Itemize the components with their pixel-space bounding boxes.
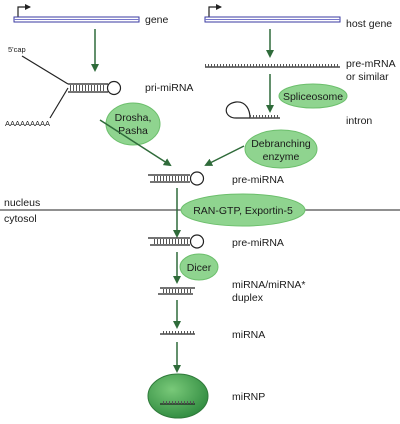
host-gene-locus: host gene	[204, 4, 392, 30]
gene-label: gene	[145, 14, 169, 26]
debranching-enzyme: Debranching enzyme	[244, 129, 318, 169]
gene-locus: gene	[13, 4, 169, 26]
drosha-pasha-enzyme: Drosha, Pasha	[105, 102, 161, 146]
mirna-duplex: miRNA/miRNA* duplex	[158, 279, 306, 304]
mature-mirna: miRNA	[160, 329, 265, 341]
host-gene-label: host gene	[346, 18, 392, 30]
debranching-label: Debranching	[251, 138, 311, 150]
ran-gtp-exportin5-enzyme: RAN-GTP, Exportin-5	[180, 193, 306, 227]
pre-mirna-cytosolic: pre-miRNA	[148, 234, 284, 249]
pre-mrna-structure: pre-mRNA or similar	[205, 58, 396, 83]
drosha-label: Drosha,	[115, 112, 152, 124]
dicer-enzyme: Dicer	[179, 253, 219, 281]
duplex-label-line2: duplex	[232, 292, 264, 304]
ran-exportin-label: RAN-GTP, Exportin-5	[193, 205, 293, 217]
intron-label: intron	[346, 115, 372, 127]
mirnp-complex: miRNP	[147, 373, 265, 419]
promoter-arrow-icon	[208, 4, 222, 18]
cytosol-label: cytosol	[4, 213, 37, 225]
poly-a-tail-label: AAAAAAAAA	[5, 119, 50, 128]
pre-mirna-nuclear: pre-miRNA	[148, 171, 284, 186]
duplex-label: miRNA/miRNA*	[232, 279, 306, 291]
drosha-processing-arrow	[99, 119, 172, 167]
five-cap-label: 5'cap	[8, 45, 26, 54]
spliceosome-enzyme: Spliceosome	[278, 83, 348, 109]
pre-mirna-label: pre-miRNA	[232, 174, 284, 186]
intron-lariat: intron	[225, 101, 372, 127]
pre-mirna-label: pre-miRNA	[232, 237, 284, 249]
dicer-label: Dicer	[187, 262, 212, 274]
pri-mirna-label: pri-miRNA	[145, 82, 193, 94]
pri-mirna-3-arm	[49, 87, 69, 119]
promoter-arrow-icon	[17, 4, 31, 18]
pre-mrna-label: pre-mRNA	[346, 58, 396, 70]
mirna-label: miRNA	[232, 329, 265, 341]
debranching-arrow	[204, 145, 245, 166]
pri-mirna-5-arm	[21, 55, 69, 85]
pri-mirna-structure: 5'cap AAAAAAAAA pri-miRNA	[5, 45, 193, 128]
hairpin-loop	[106, 80, 122, 96]
pasha-label: Pasha	[118, 125, 148, 137]
enzyme-label: enzyme	[263, 151, 300, 163]
spliceosome-label: Spliceosome	[283, 91, 343, 103]
mirnp-label: miRNP	[232, 391, 265, 403]
nucleus-label: nucleus	[4, 197, 40, 209]
pre-mrna-label-line2: or similar	[346, 71, 389, 83]
